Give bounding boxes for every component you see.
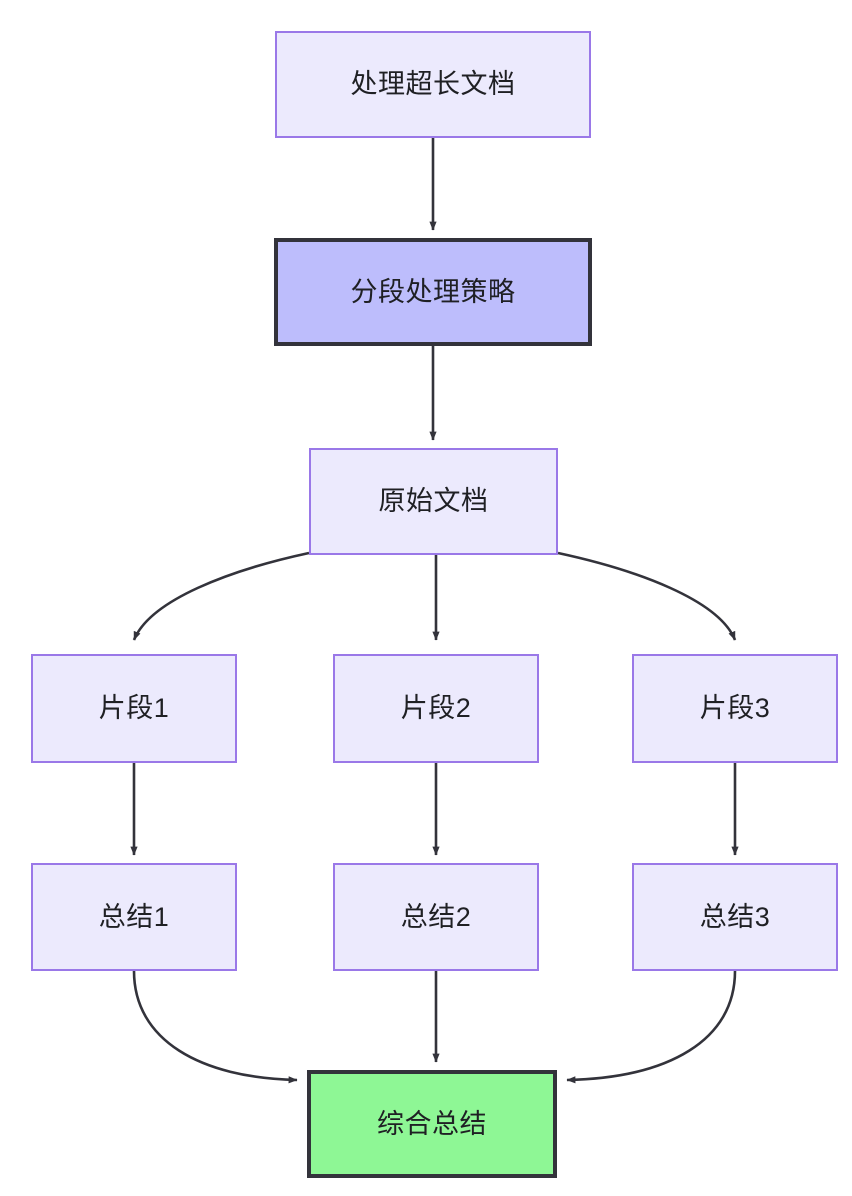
flow-node-label: 原始文档 [378,486,489,517]
flow-node-label: 总结2 [400,901,472,932]
flow-node-n8[interactable]: 总结2 [333,863,539,971]
flow-edge-n3-to-n6 [557,551,737,641]
flow-node-n4[interactable]: 片段1 [31,654,237,763]
flow-node-label: 总结3 [699,901,771,932]
flow-node-n7[interactable]: 总结1 [31,863,237,971]
flow-node-label: 分段处理策略 [350,276,516,307]
flow-node-n3[interactable]: 原始文档 [309,448,558,555]
flow-node-n10[interactable]: 综合总结 [307,1070,557,1178]
flow-edge-n7-to-n10 [132,970,298,1084]
flow-node-n6[interactable]: 片段3 [632,654,838,763]
flow-node-n9[interactable]: 总结3 [632,863,838,971]
flow-node-n5[interactable]: 片段2 [333,654,539,763]
flow-node-label: 处理超长文档 [350,69,516,100]
flow-node-label: 片段2 [400,693,472,724]
flow-node-label: 片段1 [98,693,170,724]
flow-node-label: 综合总结 [377,1108,487,1139]
flow-edge-n9-to-n10 [566,970,737,1084]
flow-node-label: 片段3 [699,693,771,724]
flow-node-n2[interactable]: 分段处理策略 [274,238,592,346]
flow-node-n1[interactable]: 处理超长文档 [275,31,591,138]
flow-edge-n3-to-n4 [132,551,310,641]
flow-node-label: 总结1 [98,901,170,932]
